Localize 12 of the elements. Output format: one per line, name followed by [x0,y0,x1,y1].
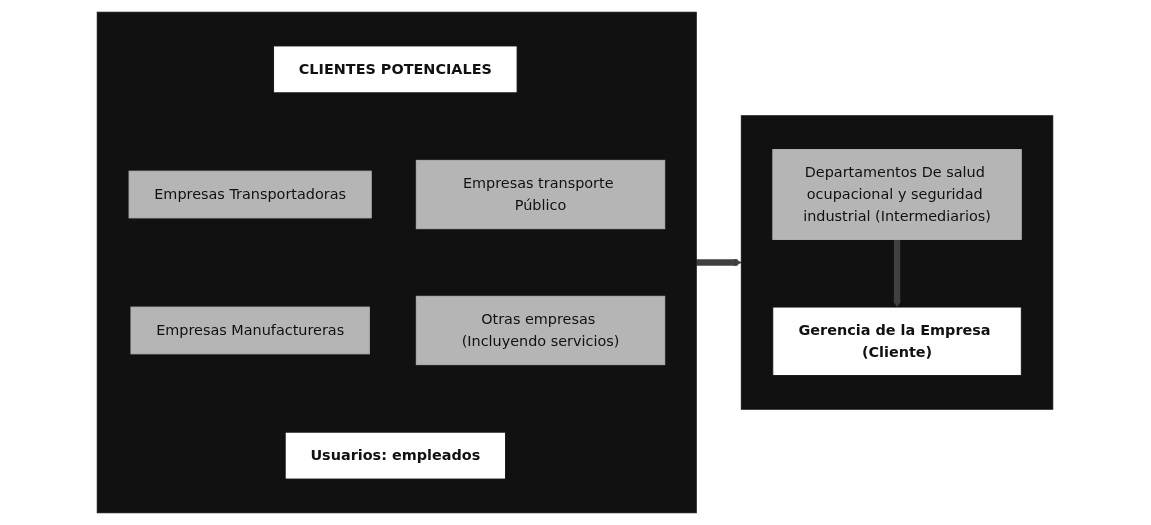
node-box: Departamentos De salud ocupacional y seguridad industrial (Intermediarios) [772,149,1023,240]
node-box: Otras empresas (Incluyendo servicios) [416,295,666,366]
arrow [893,239,902,308]
node-box: Empresas transporte Público [416,159,666,230]
cluster [741,115,1054,410]
node-box: Gerencia de la Empresa (Cliente) [772,306,1023,376]
arrow [696,258,743,267]
node-box: Usuarios: empleados [285,431,507,480]
node-box: Empresas Transportadoras [129,170,373,219]
node-box: CLIENTES POTENCIALES [273,45,518,94]
node-box: Empresas Manufactureras [131,306,371,355]
cluster [97,11,698,514]
